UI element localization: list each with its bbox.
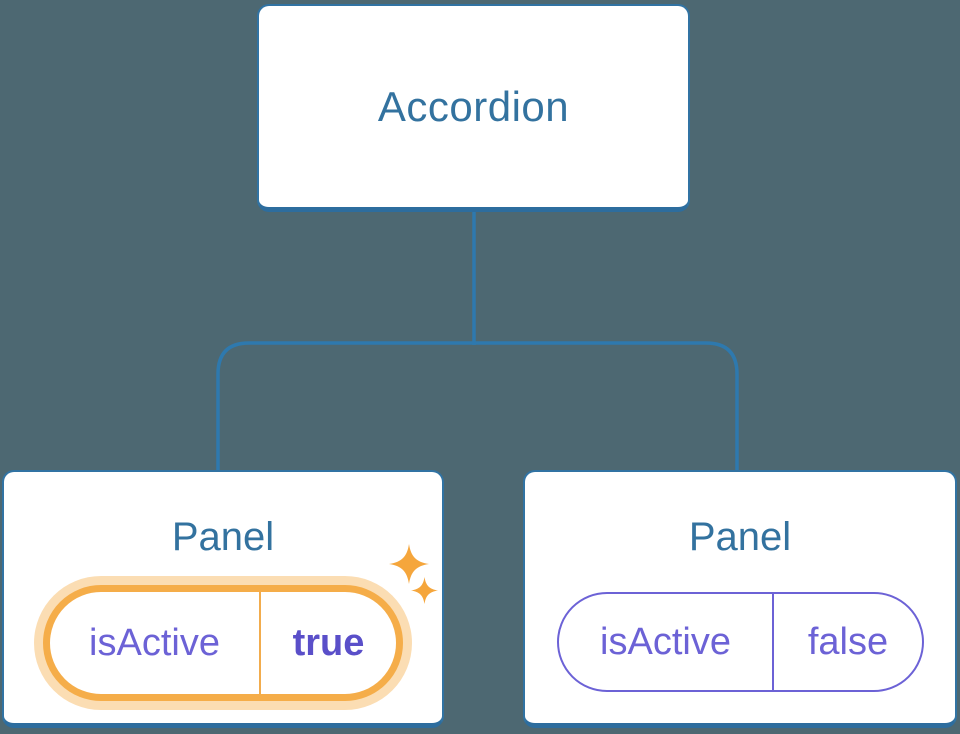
state-value-label: false	[807, 620, 889, 663]
connector-branch	[216, 341, 739, 471]
panel-node-inactive: Panel isActive false	[523, 470, 957, 728]
state-value-label: true	[292, 621, 365, 664]
panel-node-label: Panel	[171, 515, 275, 559]
accordion-node: Accordion	[257, 4, 690, 212]
pill-divider	[259, 592, 261, 694]
accordion-node-label: Accordion	[377, 82, 570, 130]
state-pill-inactive: isActive false	[557, 592, 924, 692]
panel-node-active: Panel isActive true	[2, 470, 444, 728]
pill-divider	[772, 594, 774, 690]
sparkle-icon	[411, 577, 438, 604]
state-pill-active: isActive true	[43, 585, 403, 701]
sparkle-icon	[389, 544, 429, 584]
state-key-label: isActive	[600, 620, 731, 663]
state-key-label: isActive	[89, 621, 220, 664]
panel-node-label: Panel	[688, 515, 792, 559]
